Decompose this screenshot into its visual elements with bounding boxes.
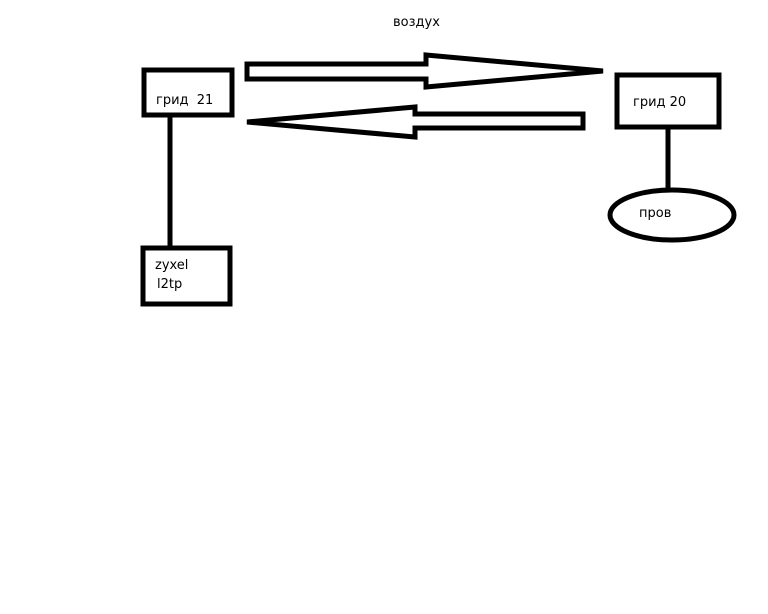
- zyxel-box: [140, 245, 233, 307]
- provider-label: пров: [639, 206, 672, 221]
- air-label: воздух: [393, 15, 440, 30]
- provider-ellipse: [607, 187, 737, 243]
- grid21-box: [141, 67, 235, 118]
- zyxel-label: zyxel: [155, 258, 189, 273]
- grid20-label: грид 20: [633, 95, 687, 110]
- grid21-label: грид 21: [156, 93, 214, 108]
- l2tp-label: l2tp: [157, 277, 183, 292]
- arrow-left: [246, 104, 586, 140]
- arrow-right: [244, 52, 604, 90]
